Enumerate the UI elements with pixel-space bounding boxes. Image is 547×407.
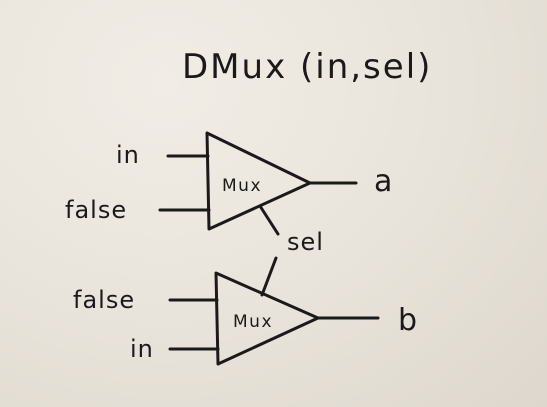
select-label: sel xyxy=(287,228,324,256)
bottom-mux-select-wire xyxy=(260,256,278,297)
bottom-mux-input-1-label: false xyxy=(73,286,135,314)
bottom-mux-label: Mux xyxy=(233,312,273,332)
bottom-mux-triangle xyxy=(214,271,320,366)
top-mux-select-wire xyxy=(258,204,280,236)
top-mux-input-1-label: in xyxy=(116,141,140,169)
bottom-mux-input-2-label: in xyxy=(130,335,154,363)
top-mux-input-2-label: false xyxy=(65,196,127,224)
top-mux-output-label: a xyxy=(374,164,392,199)
diagram-title: DMux (in,sel) xyxy=(182,47,432,87)
bottom-mux-output-label: b xyxy=(398,303,417,338)
top-mux-label: Mux xyxy=(222,176,262,196)
